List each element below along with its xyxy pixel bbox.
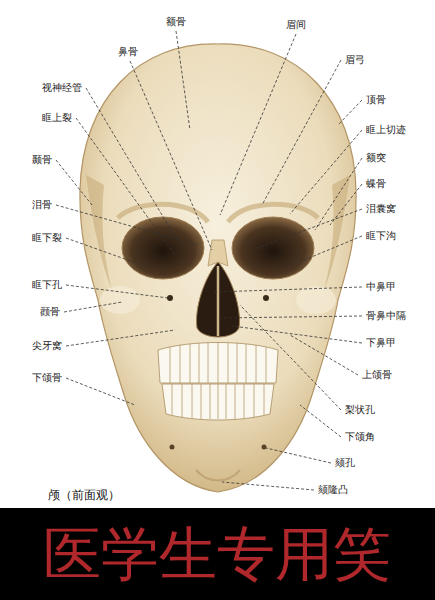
leader-line [86, 88, 180, 245]
part-label: 下颌骨 [32, 372, 62, 384]
part-label: 眶上裂 [42, 112, 72, 124]
part-label: 尖牙窝 [32, 340, 62, 352]
watermark-banner: 医学生专用笑 [43, 521, 391, 587]
part-label: 眉间 [286, 19, 306, 31]
leader-line [66, 285, 168, 298]
part-label: 眉弓 [345, 54, 365, 66]
part-label: 骨鼻中隔 [366, 310, 406, 322]
orbit [232, 217, 314, 279]
part-label: 中鼻甲 [366, 281, 396, 293]
leader-line [290, 130, 362, 214]
leader-line [66, 330, 175, 346]
part-label: 颏隆凸 [318, 484, 348, 496]
part-label: 眶下裂 [32, 232, 62, 244]
part-label: 顶骨 [366, 94, 386, 106]
part-label: 颞骨 [32, 154, 52, 166]
part-label: 泪囊窝 [366, 203, 396, 215]
leader-line [285, 236, 362, 268]
leader-line [214, 287, 362, 292]
leader-lines [56, 31, 362, 490]
part-label: 眶下孔 [32, 279, 62, 291]
leader-line [315, 158, 362, 230]
temporal-fossa [86, 175, 112, 290]
mental-foramen [170, 445, 175, 450]
zygomatic [296, 286, 336, 314]
part-label: 上颌骨 [362, 369, 392, 381]
part-label: 颧骨 [40, 306, 60, 318]
leader-line [300, 405, 341, 437]
part-label: 额骨 [166, 16, 186, 28]
part-label: 蝶骨 [366, 178, 386, 190]
leader-line [338, 100, 362, 125]
leader-line [76, 118, 175, 255]
temporal-fossa [324, 175, 350, 290]
leader-line [220, 34, 296, 215]
leader-line [222, 482, 314, 490]
leader-line [330, 184, 362, 225]
leader-line [240, 305, 341, 410]
leader-line [219, 316, 362, 318]
orbit [122, 217, 204, 279]
leader-line [66, 378, 135, 405]
part-label: 泪骨 [32, 199, 52, 211]
leader-line [262, 60, 341, 205]
mental-protuberance [196, 470, 240, 481]
leader-line [232, 326, 362, 343]
leader-line [56, 205, 198, 245]
skull-outline [80, 44, 356, 492]
figure-caption: 颅（前面观） [48, 488, 120, 502]
nasal-bone [208, 240, 228, 266]
part-label: 眶下沟 [366, 230, 396, 242]
leader-line [290, 335, 358, 375]
leader-line [64, 302, 122, 312]
part-label: 眶上切迹 [366, 124, 406, 136]
leader-line [266, 448, 331, 463]
part-label: 视神经管 [42, 82, 82, 94]
leader-line [252, 209, 362, 250]
nasal-septum [217, 266, 220, 336]
part-label: 颏孔 [335, 457, 355, 469]
infraorbital-foramen [263, 295, 269, 301]
leader-line [56, 160, 92, 205]
part-label: 额突 [366, 152, 386, 164]
leader-line [66, 238, 150, 268]
tooth-gaps [170, 342, 266, 419]
part-label: 下颌角 [345, 431, 375, 443]
part-label: 下鼻甲 [366, 337, 396, 349]
leader-line [130, 61, 212, 250]
part-label: 梨状孔 [345, 404, 375, 416]
banner-band [0, 508, 435, 600]
mental-foramen [262, 445, 267, 450]
leader-line [176, 31, 190, 130]
part-label: 鼻骨 [118, 46, 138, 58]
